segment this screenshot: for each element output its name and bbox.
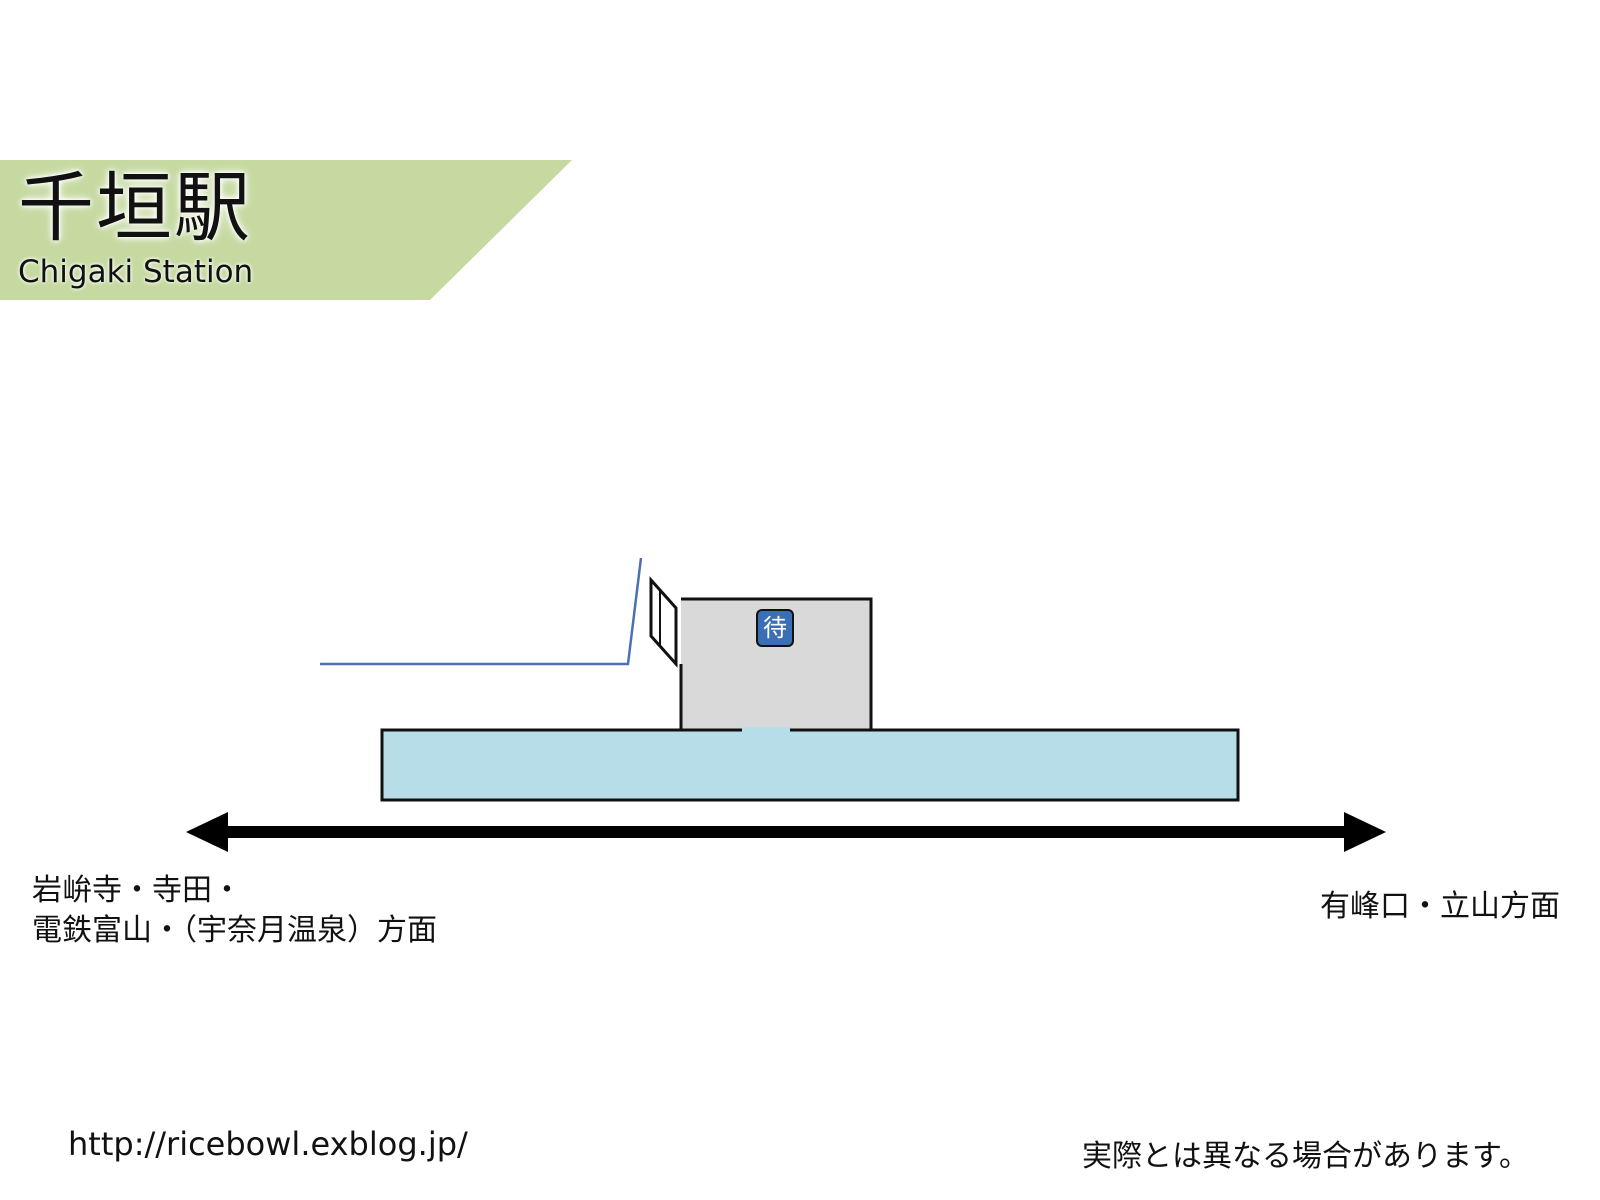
direction-left-line2: 電鉄富山・（宇奈月温泉）方面 [32,913,437,948]
waiting-room-icon-label: 待 [763,614,787,642]
waiting-room-building [681,599,871,730]
direction-right: 有峰口・立山方面 [1320,889,1560,924]
banner-shape [0,160,572,300]
waiting-room-doorway [742,727,790,734]
entrance-gate [649,576,678,668]
source-url: http://ricebowl.exblog.jp/ [68,1125,468,1163]
arrow-right-head [1344,812,1386,852]
station-name-english: Chigaki Station [18,254,254,290]
waiting-room-outline-top [681,597,873,730]
direction-left: 岩峅寺・寺田・ 電鉄富山・（宇奈月温泉）方面 [32,871,437,951]
arrow-left-head [186,812,228,852]
disclaimer-note: 実際とは異なる場合があります。 [1082,1139,1529,1174]
waiting-room-icon [756,609,794,647]
station-name-japanese: 千垣駅 [18,163,252,252]
station-name-banner: 千垣駅 Chigaki Station [0,160,572,300]
access-path [320,557,643,666]
direction-left-line1: 岩峅寺・寺田・ [32,873,242,908]
platform [380,728,1240,802]
